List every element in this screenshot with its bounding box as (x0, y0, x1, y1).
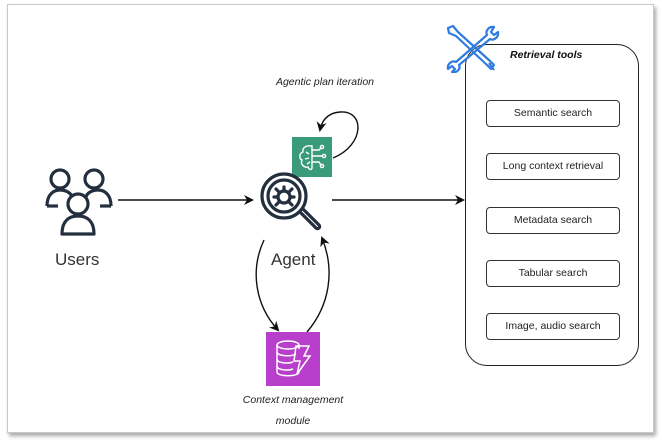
users-label: Users (55, 250, 100, 269)
plan-iteration-label: Agentic plan iteration (275, 76, 375, 88)
database-lightning-icon (266, 332, 320, 386)
tool-metadata-search: Metadata search (486, 207, 620, 234)
agent-label: Agent (271, 250, 316, 269)
context-module-label: Context management module (242, 394, 344, 427)
retrieval-tools-title: Retrieval tools (510, 49, 583, 61)
edge-plan-self-loop (316, 111, 359, 159)
brain-circuit-icon (292, 137, 332, 177)
tool-tabular-search: Tabular search (486, 260, 620, 287)
edge-context-agent (306, 236, 330, 333)
retrieval-tools-panel (465, 44, 639, 366)
magnifier-bug-icon (258, 170, 328, 232)
tool-long-context-retrieval: Long context retrieval (486, 153, 620, 180)
tool-semantic-search: Semantic search (486, 100, 620, 127)
wrench-screwdriver-icon (444, 23, 502, 74)
users-icon (44, 166, 114, 238)
tool-image-audio-search: Image, audio search (486, 313, 620, 340)
edge-agent-context (255, 239, 280, 332)
